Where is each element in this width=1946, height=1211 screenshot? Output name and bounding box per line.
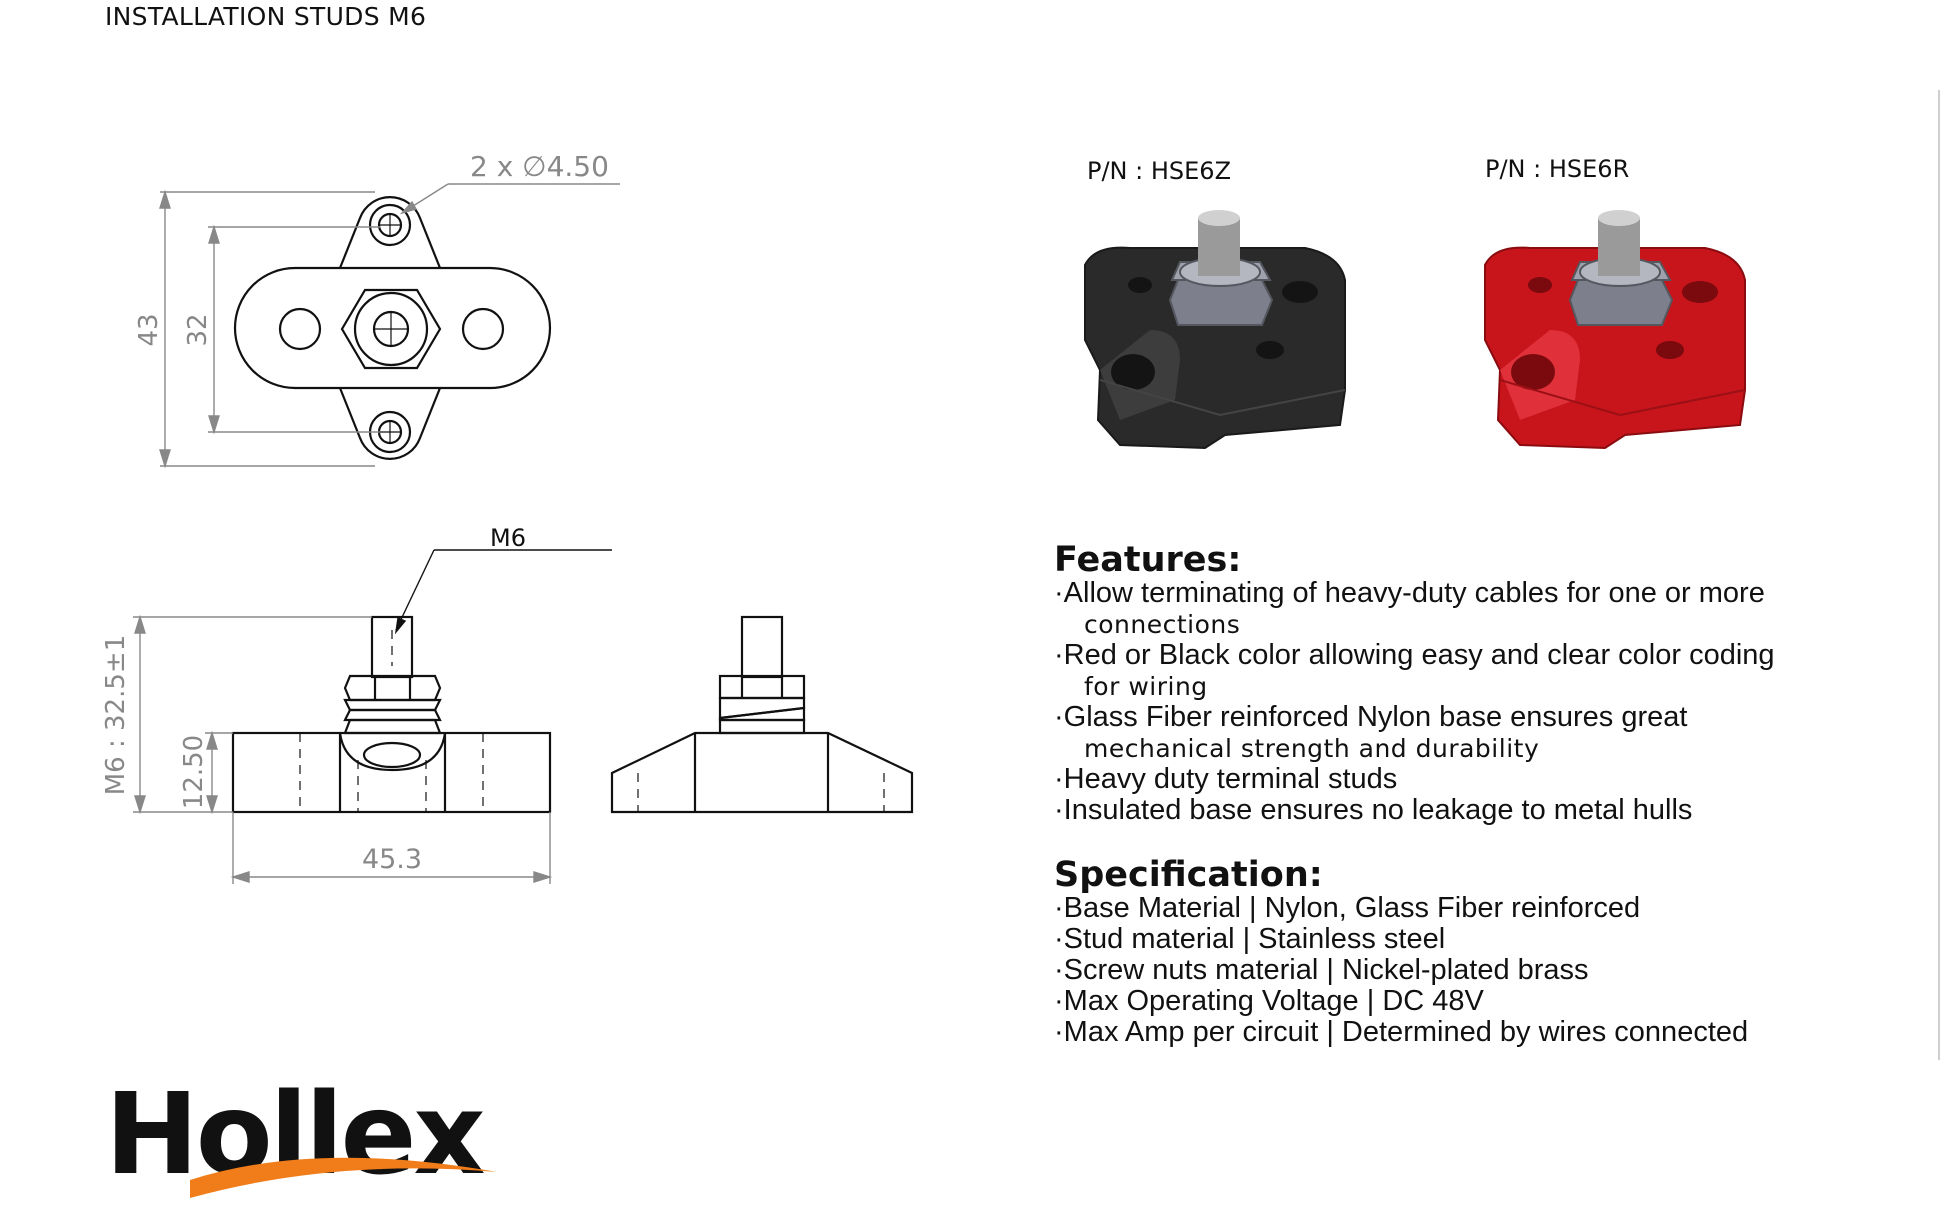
side-view-outline (610, 615, 914, 814)
dim-hole-spacing: 32 (183, 313, 213, 346)
page-title: INSTALLATION STUDS M6 (105, 2, 427, 31)
feature-item: ·Allow terminating of heavy-duty cables … (1054, 577, 1765, 640)
spec-item: ·Max Operating Voltage | DC 48V (1054, 985, 1484, 1017)
part-number-red: P/N : HSE6R (1485, 155, 1630, 183)
hollex-logo: Hollex (105, 1080, 497, 1200)
side-view-dimensions (133, 614, 553, 884)
dim-base-width: 45.3 (362, 844, 422, 875)
features-list: ·Allow terminating of heavy-duty cables … (1054, 578, 1775, 826)
part-number-black: P/N : HSE6Z (1087, 157, 1232, 185)
logo-swoosh (190, 1157, 497, 1198)
specification-list: ·Base Material | Nylon, Glass Fiber rein… (1054, 893, 1748, 1048)
thread-leader (394, 549, 612, 635)
logo-wordmark: Hollex (105, 1080, 484, 1200)
front-view-hidden-lines (299, 630, 484, 812)
product-render-black (1084, 210, 1346, 450)
feature-item: ·Heavy duty terminal studs (1054, 763, 1398, 795)
dim-hole-callout: 2 x ∅4.50 (470, 150, 609, 183)
specification-heading: Specification: (1054, 855, 1323, 895)
spec-item: ·Screw nuts material | Nickel-plated bra… (1054, 954, 1589, 986)
feature-item: ·Insulated base ensures no leakage to me… (1054, 794, 1693, 826)
product-render-red (1484, 210, 1746, 450)
feature-item: ·Red or Black color allowing easy and cl… (1054, 639, 1775, 702)
feature-item: ·Glass Fiber reinforced Nylon base ensur… (1054, 701, 1688, 764)
features-heading: Features: (1054, 540, 1242, 580)
dim-overall-height: 43 (134, 313, 164, 346)
spec-item: ·Max Amp per circuit | Determined by wir… (1054, 1016, 1749, 1048)
side-view-hidden-lines (637, 773, 885, 812)
front-view-outline (231, 615, 552, 814)
page-edge-rule (1938, 90, 1940, 1060)
dim-thread-label: M6 (490, 524, 526, 552)
spec-item: ·Stud material | Stainless steel (1054, 923, 1446, 955)
center-marks (374, 213, 408, 444)
spec-item: ·Base Material | Nylon, Glass Fiber rein… (1054, 892, 1641, 924)
dim-stud-height: M6 : 32.5±1 (101, 635, 131, 795)
top-view-dimensions (159, 183, 620, 469)
dim-base-height: 12.50 (179, 735, 209, 809)
